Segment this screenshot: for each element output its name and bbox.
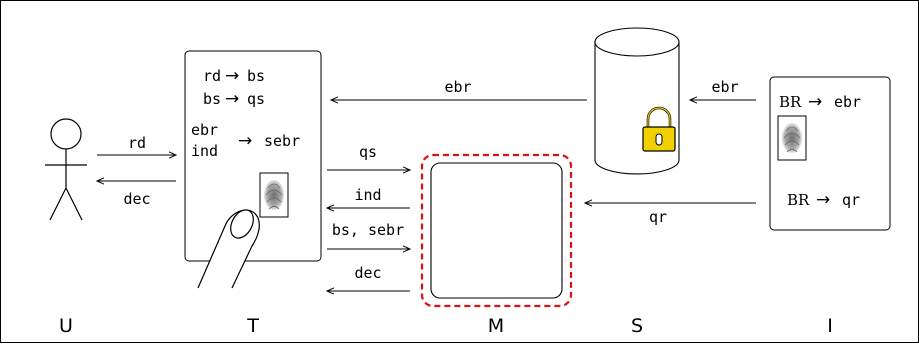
terminal-line-1: rd → bs bbox=[203, 66, 265, 86]
issuer-line1-right: ebr bbox=[834, 93, 861, 111]
terminal-line3-bottom: ind bbox=[191, 142, 218, 160]
label-terminal-to-user: dec bbox=[123, 190, 150, 208]
issuer-line-2: BR → qr bbox=[787, 190, 860, 210]
label-terminal-to-module-2: bs, sebr bbox=[332, 221, 404, 239]
terminal-line-3: ebr ind → sebr bbox=[191, 121, 300, 160]
label-module-to-terminal-2: dec bbox=[354, 264, 381, 282]
entity-label-issuer: I bbox=[827, 315, 833, 337]
terminal-line2-left: bs bbox=[203, 90, 221, 108]
issuer-line2-right: qr bbox=[842, 191, 860, 209]
label-terminal-to-module-1: qs bbox=[359, 143, 377, 161]
label-server-to-terminal: ebr bbox=[444, 78, 471, 96]
module-box bbox=[430, 162, 563, 299]
terminal-line3-arrow: → bbox=[238, 131, 252, 151]
issuer-fingerprint-icon bbox=[777, 115, 807, 161]
entity-label-server: S bbox=[631, 315, 643, 337]
issuer-line-1: BR → ebr bbox=[779, 92, 861, 112]
terminal-fingerprint-icon bbox=[259, 172, 289, 218]
issuer-line1-arrow: → bbox=[808, 92, 822, 112]
label-module-to-terminal-1: ind bbox=[354, 186, 381, 204]
label-issuer-to-server: ebr bbox=[711, 78, 738, 96]
issuer-line2-left: BR bbox=[787, 191, 810, 209]
user-stick-figure-icon bbox=[45, 118, 87, 221]
terminal-line3-top: ebr bbox=[191, 121, 218, 139]
issuer-box bbox=[769, 76, 891, 231]
issuer-line1-left: BR bbox=[779, 93, 802, 111]
terminal-line-2: bs → qs bbox=[203, 89, 265, 109]
terminal-line2-arrow: → bbox=[225, 89, 239, 109]
entity-label-terminal: T bbox=[246, 315, 259, 337]
label-user-to-terminal: rd bbox=[128, 134, 146, 152]
terminal-line1-left: rd bbox=[203, 67, 221, 85]
terminal-line1-arrow: → bbox=[225, 66, 239, 86]
entity-label-user: U bbox=[59, 315, 73, 337]
server-database-icon bbox=[594, 27, 680, 175]
label-issuer-to-module: qr bbox=[649, 208, 667, 226]
terminal-line3-right: sebr bbox=[264, 132, 300, 150]
secure-module-border bbox=[420, 153, 573, 308]
issuer-line2-arrow: → bbox=[816, 190, 830, 210]
terminal-line2-right: qs bbox=[247, 90, 265, 108]
finger-icon bbox=[197, 209, 260, 289]
terminal-line1-right: bs bbox=[247, 67, 265, 85]
lock-icon bbox=[642, 106, 676, 152]
entity-label-module: M bbox=[488, 315, 504, 337]
